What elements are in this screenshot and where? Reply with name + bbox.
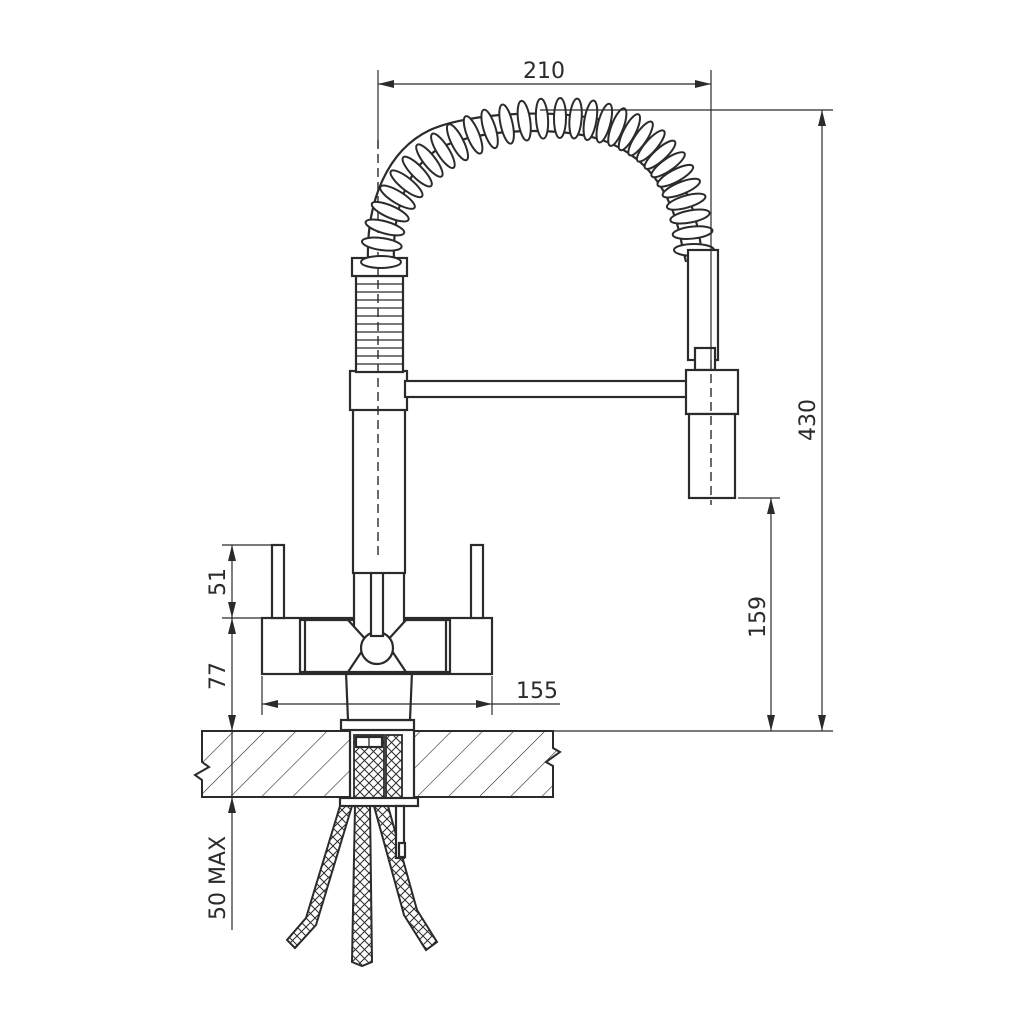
spring-coil (360, 254, 402, 270)
spring-coil (379, 184, 416, 210)
spring-coil (401, 155, 433, 188)
faucet-column (348, 140, 409, 575)
faucet-body (260, 543, 494, 732)
spring-coil (498, 103, 515, 145)
spring-coil (552, 97, 568, 139)
spring-coil (665, 192, 707, 211)
label-deck-thickness: 50 MAX (206, 836, 231, 920)
dimension-155: 155 (261, 676, 560, 715)
label-body-height: 77 (206, 662, 231, 690)
dimension-210: 210 (377, 59, 712, 360)
dimension-left-stack: 51 77 50 MAX (202, 544, 272, 930)
dimension-430: 430 (540, 109, 833, 731)
spring-coil (650, 151, 686, 179)
spring-coil (364, 218, 406, 237)
spring-coil (568, 97, 583, 140)
spring-coil (445, 123, 470, 162)
supply-hoses (285, 734, 439, 968)
spring-coil (370, 200, 410, 223)
label-total-height: 430 (796, 399, 821, 441)
dimension-159: 159 (738, 497, 780, 731)
spring-coil (516, 99, 532, 142)
spring-coil (480, 108, 499, 150)
spring-coil (430, 132, 456, 170)
spring-coil (671, 225, 714, 240)
spring-hose (360, 97, 720, 372)
spring-coil (462, 115, 484, 155)
spring-coil (595, 102, 614, 144)
spring-coil (669, 208, 711, 225)
spring-coil (534, 97, 550, 140)
countertop-section (193, 729, 833, 799)
label-body-width: 155 (516, 679, 558, 704)
spring-coil (389, 169, 424, 199)
label-spout-height: 159 (746, 596, 771, 638)
spring-coil (415, 143, 444, 178)
spring-coil (661, 177, 701, 199)
spring-coil (607, 107, 628, 147)
label-width-top: 210 (523, 59, 565, 84)
spring-coil (656, 163, 695, 188)
spring-coil (360, 236, 403, 252)
label-lever-height: 51 (206, 568, 231, 596)
spout (403, 360, 740, 505)
